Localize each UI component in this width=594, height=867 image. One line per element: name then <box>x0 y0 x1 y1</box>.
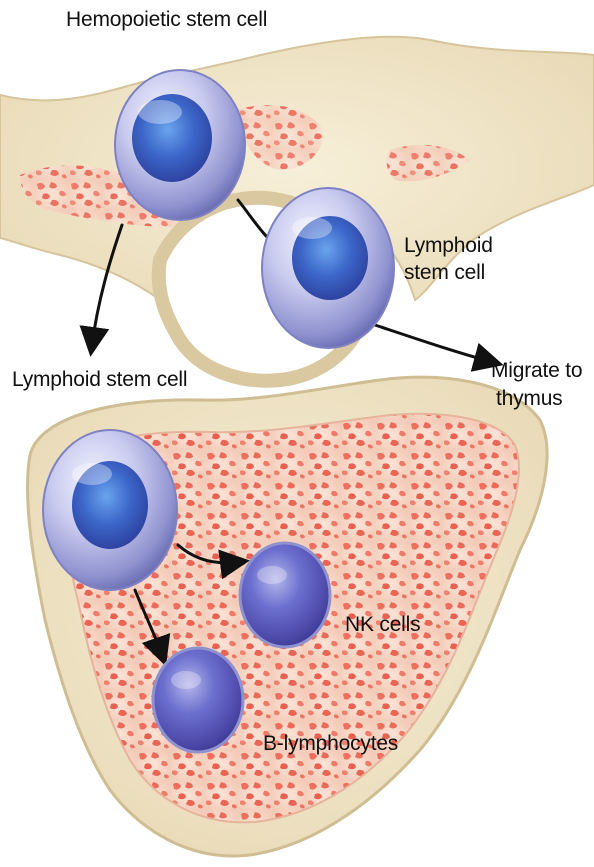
nk-cell <box>240 543 330 647</box>
hemopoietic-stem-cell <box>115 70 245 220</box>
label-b-lymphocytes: B-lymphocytes <box>263 731 398 757</box>
b-lymphocyte <box>153 648 243 752</box>
label-nk-cells: NK cells <box>345 612 420 638</box>
label-migrate-to-2: thymus <box>496 386 563 412</box>
label-lymphoid-stem-cell-upper-2: stem cell <box>404 260 485 286</box>
label-lymphoid-stem-cell-upper-1: Lymphoid <box>404 233 493 259</box>
label-migrate-to-1: Migrate to <box>491 358 582 384</box>
lymphoid-stem-cell-upper <box>262 188 394 348</box>
label-lymphoid-stem-cell-left: Lymphoid stem cell <box>12 367 187 393</box>
label-hemopoietic-stem-cell: Hemopoietic stem cell <box>66 7 267 33</box>
arrow-to-thymus <box>375 325 492 362</box>
lymphoid-stem-cell-lower <box>43 430 177 590</box>
